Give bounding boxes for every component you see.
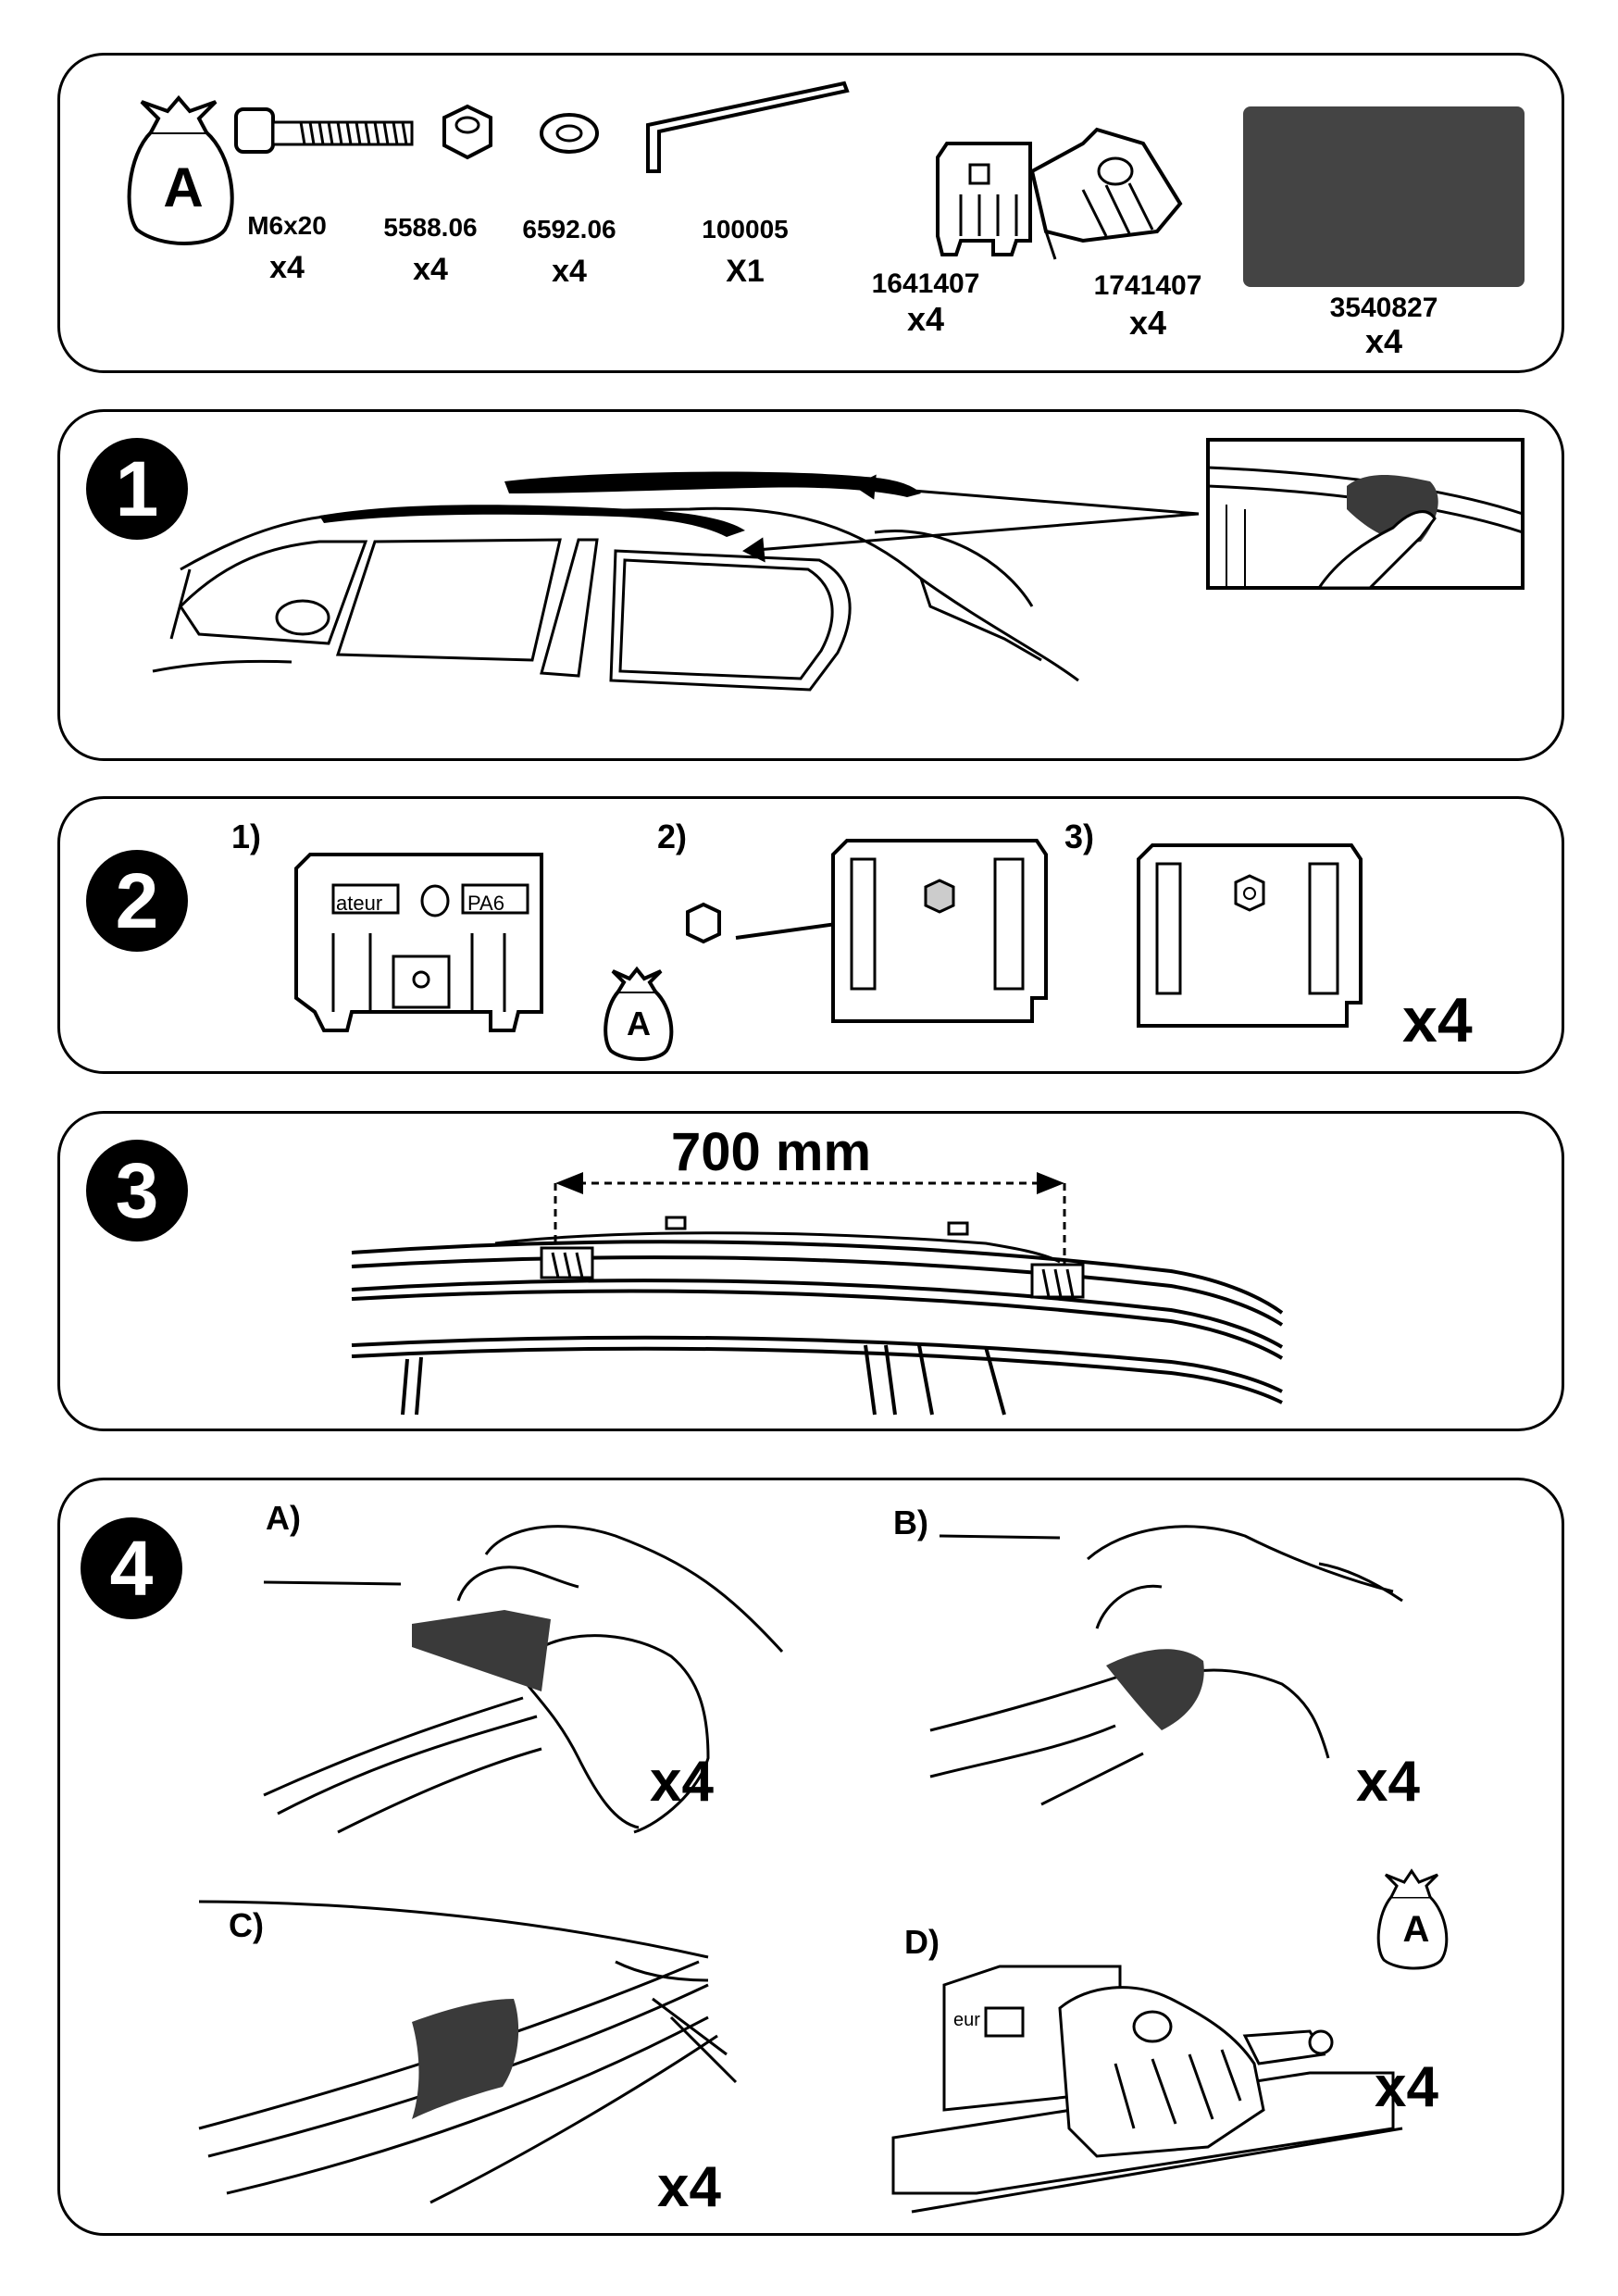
parts-illustrations <box>127 81 1525 287</box>
quantity-label: x4 <box>650 1750 714 1814</box>
bag-letter: A <box>627 1004 651 1042</box>
step-2-panel: 2 1) 2) 3) ateur PA6 A x4 <box>57 796 1564 1074</box>
bag-letter: A <box>163 156 204 218</box>
cleaning-inset <box>1206 438 1525 590</box>
roof-rail-front <box>319 505 745 537</box>
block-label: ateur <box>336 892 383 915</box>
bracket-1641407-icon <box>936 142 1032 256</box>
quantity-label: x4 <box>1402 985 1473 1055</box>
rubber-pad-3540827 <box>1243 106 1525 287</box>
quantity-label: x4 <box>657 2155 721 2219</box>
quantity-label: x4 <box>1356 1750 1420 1814</box>
step-3-badge: 3 <box>86 1140 188 1242</box>
part-number: 1641407 <box>871 268 980 299</box>
part-number: 5588.06 <box>383 213 478 242</box>
pad-a <box>412 1610 551 1691</box>
step-4-badge: 4 <box>81 1517 182 1619</box>
bag-a-icon <box>604 966 674 1061</box>
bolt-icon <box>234 107 414 154</box>
rail-measurement-illustration <box>351 1172 1284 1416</box>
substep-d-art <box>891 1868 1449 2214</box>
part-quantity: x4 <box>552 254 587 289</box>
block-label: PA6 <box>467 892 504 915</box>
measurement-label: 700 mm <box>671 1122 872 1182</box>
washer-icon <box>540 113 599 154</box>
part-quantity: x4 <box>1128 304 1167 342</box>
roof-rail-rear <box>504 471 921 497</box>
step-1-badge: 1 <box>86 438 188 540</box>
bag-a-icon <box>127 94 234 245</box>
step-2-badge: 2 <box>86 850 188 952</box>
substep-label: B) <box>893 1504 928 1541</box>
step-4-panel: 4 A) B) C) D) x4 x4 x4 x4 A eur <box>57 1478 1564 2236</box>
block-label: eur <box>953 2010 980 2030</box>
part-number: 3540827 <box>1329 293 1438 323</box>
step-3-panel: 3 700 mm <box>57 1111 1564 1431</box>
kit-bag: A <box>132 148 234 222</box>
substep-a-art <box>263 1525 784 1834</box>
pad-application-illustration <box>198 1525 1449 2214</box>
part-quantity: x4 <box>1364 322 1403 360</box>
part-quantity: x4 <box>906 300 945 338</box>
substep-label: 2) <box>657 817 688 855</box>
car-roof-illustration <box>152 438 1525 692</box>
substep-label: A) <box>266 1499 301 1537</box>
part-quantity: x4 <box>269 250 305 285</box>
part-number: 1741407 <box>1093 270 1202 301</box>
bracket-assembly-illustration <box>294 839 1363 1061</box>
bag-a-icon <box>1376 1868 1449 1970</box>
substep-label: 3) <box>1064 817 1095 855</box>
substep-label: D) <box>904 1923 940 1961</box>
nut-icon <box>442 104 492 160</box>
pad-c <box>412 1999 519 2119</box>
allen-key-icon <box>646 81 850 173</box>
step-1-panel: 1 <box>57 409 1564 761</box>
substep-label: C) <box>229 1906 264 1944</box>
part-quantity: x4 <box>413 252 448 287</box>
part-number: 6592.06 <box>522 215 616 243</box>
clamp-1741407-icon <box>1029 127 1183 260</box>
part-number: M6x20 <box>247 211 327 240</box>
quantity-label: x4 <box>1375 2055 1438 2119</box>
part-number: 100005 <box>702 215 789 243</box>
pad-b <box>1106 1649 1204 1730</box>
parts-panel: A M6x20 x4 5588.06 x4 6592.06 x4 100005 … <box>57 53 1564 373</box>
bag-letter: A <box>1402 1909 1430 1950</box>
part-quantity: X1 <box>726 254 765 289</box>
substep-label: 1) <box>231 817 262 855</box>
